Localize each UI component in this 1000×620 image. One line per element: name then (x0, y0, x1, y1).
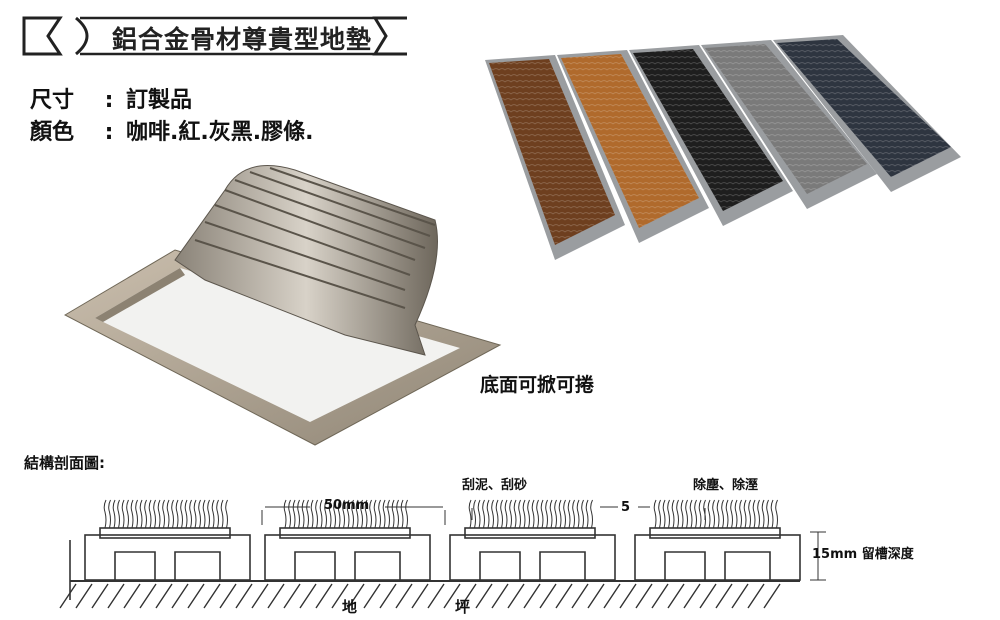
spec-value: 咖啡.紅.灰黑.膠條. (126, 120, 314, 145)
title-frame (22, 16, 407, 56)
mat-strip (629, 45, 793, 226)
diagram-title: 結構剖面圖: (24, 454, 105, 472)
page-title: 鋁合金骨材尊貴型地墊 (112, 25, 373, 54)
rolled-mat-photo (63, 165, 502, 446)
aluminum-profile (634, 499, 801, 581)
width-dimension-label: 50mm (324, 498, 370, 513)
aluminum-profile (264, 499, 431, 581)
function-label-dust: 除塵、除溼 (693, 478, 759, 493)
mat-color-samples-photo (485, 35, 961, 260)
function-label-scrape: 刮泥、刮砂 (462, 478, 528, 493)
spec-sep: : (104, 88, 114, 113)
mat-strip (485, 55, 625, 260)
ground-label: 坪 (455, 598, 471, 616)
photo-caption: 底面可掀可捲 (480, 374, 595, 396)
ground-label: 地 (342, 598, 358, 616)
mat-strip (701, 40, 877, 209)
spec-color: 顏色: 咖啡.紅.灰黑.膠條. (30, 114, 313, 146)
aluminum-profile (449, 499, 616, 581)
cross-section-diagram (59, 499, 826, 609)
mat-strip (773, 35, 961, 192)
aluminum-profile (84, 499, 251, 581)
spec-size: 尺寸: 訂製品 (30, 82, 192, 114)
spec-sep: : (104, 120, 114, 145)
gap-dimension-label: 5 (621, 500, 631, 515)
spec-label: 尺寸 (30, 88, 75, 113)
mat-strip (557, 50, 709, 243)
spec-value: 訂製品 (126, 88, 193, 113)
spec-label: 顏色 (30, 120, 75, 145)
depth-label: 15mm 留槽深度 (812, 547, 914, 562)
